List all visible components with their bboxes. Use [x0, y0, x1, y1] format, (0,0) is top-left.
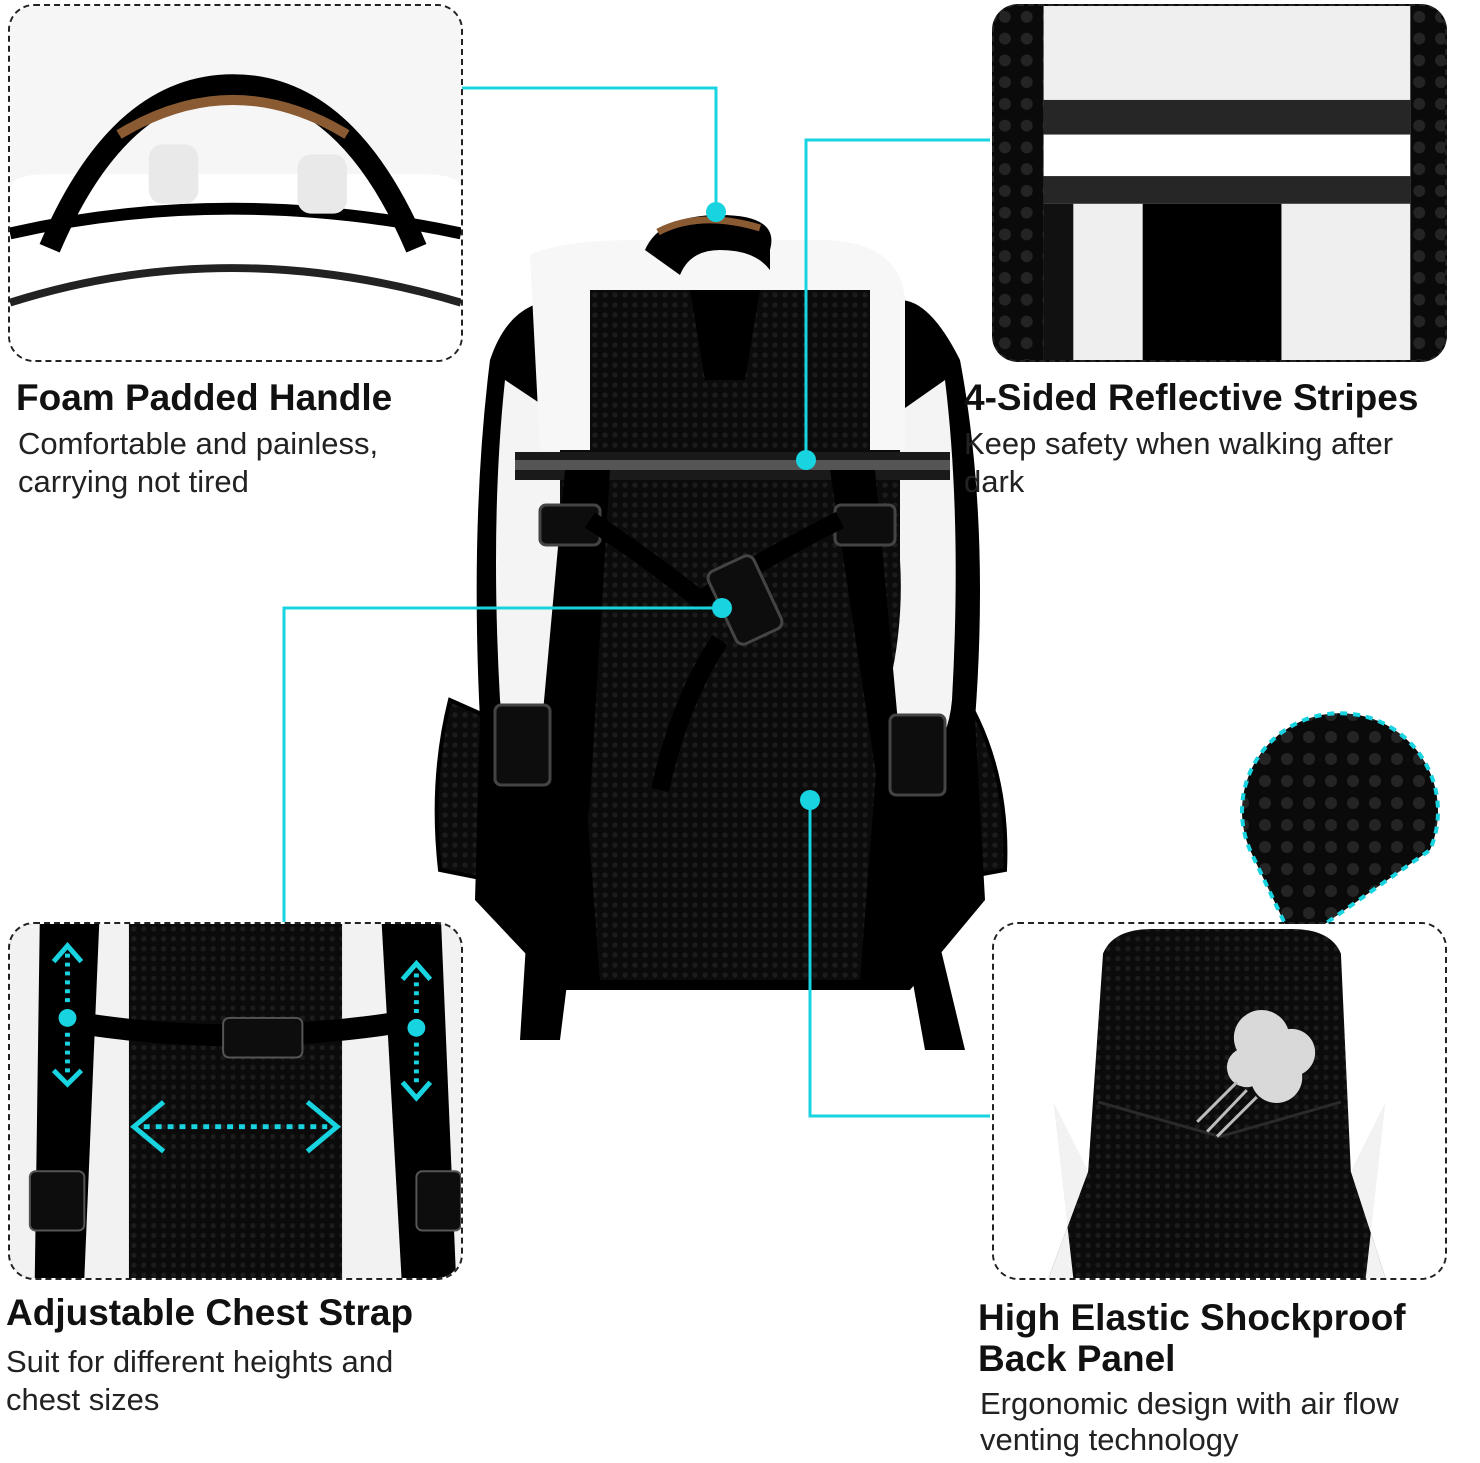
chest-strap-detail-frame — [8, 922, 463, 1280]
reflective-desc-line2: dark — [964, 464, 1025, 499]
back-panel-desc-line2: venting technology — [980, 1422, 1239, 1457]
chest-strap-title: Adjustable Chest Strap — [6, 1292, 414, 1333]
back-panel-title-line2: Back Panel — [978, 1338, 1176, 1379]
mesh-zoom-bubble — [1240, 711, 1440, 949]
reflective-title: 4-Sided Reflective Stripes — [964, 377, 1419, 418]
chest-strap-desc-line2: chest sizes — [6, 1382, 160, 1417]
handle-desc-line1: Comfortable and painless, — [18, 426, 379, 461]
handle-desc-line2: carrying not tired — [18, 464, 249, 499]
airflow-puff-icon — [1226, 1010, 1316, 1103]
handle-detail-frame — [8, 4, 463, 362]
reflective-desc-line1: Keep safety when walking after — [964, 426, 1394, 461]
reflective-detail-frame — [992, 4, 1447, 362]
chest-strap-desc-line1: Suit for different heights and — [6, 1344, 394, 1379]
back-panel-desc-line1: Ergonomic design with air flow — [980, 1386, 1399, 1421]
back-panel-title-line1: High Elastic Shockproof — [978, 1297, 1406, 1338]
back-panel-detail-frame — [992, 922, 1447, 1280]
handle-title: Foam Padded Handle — [16, 377, 393, 418]
